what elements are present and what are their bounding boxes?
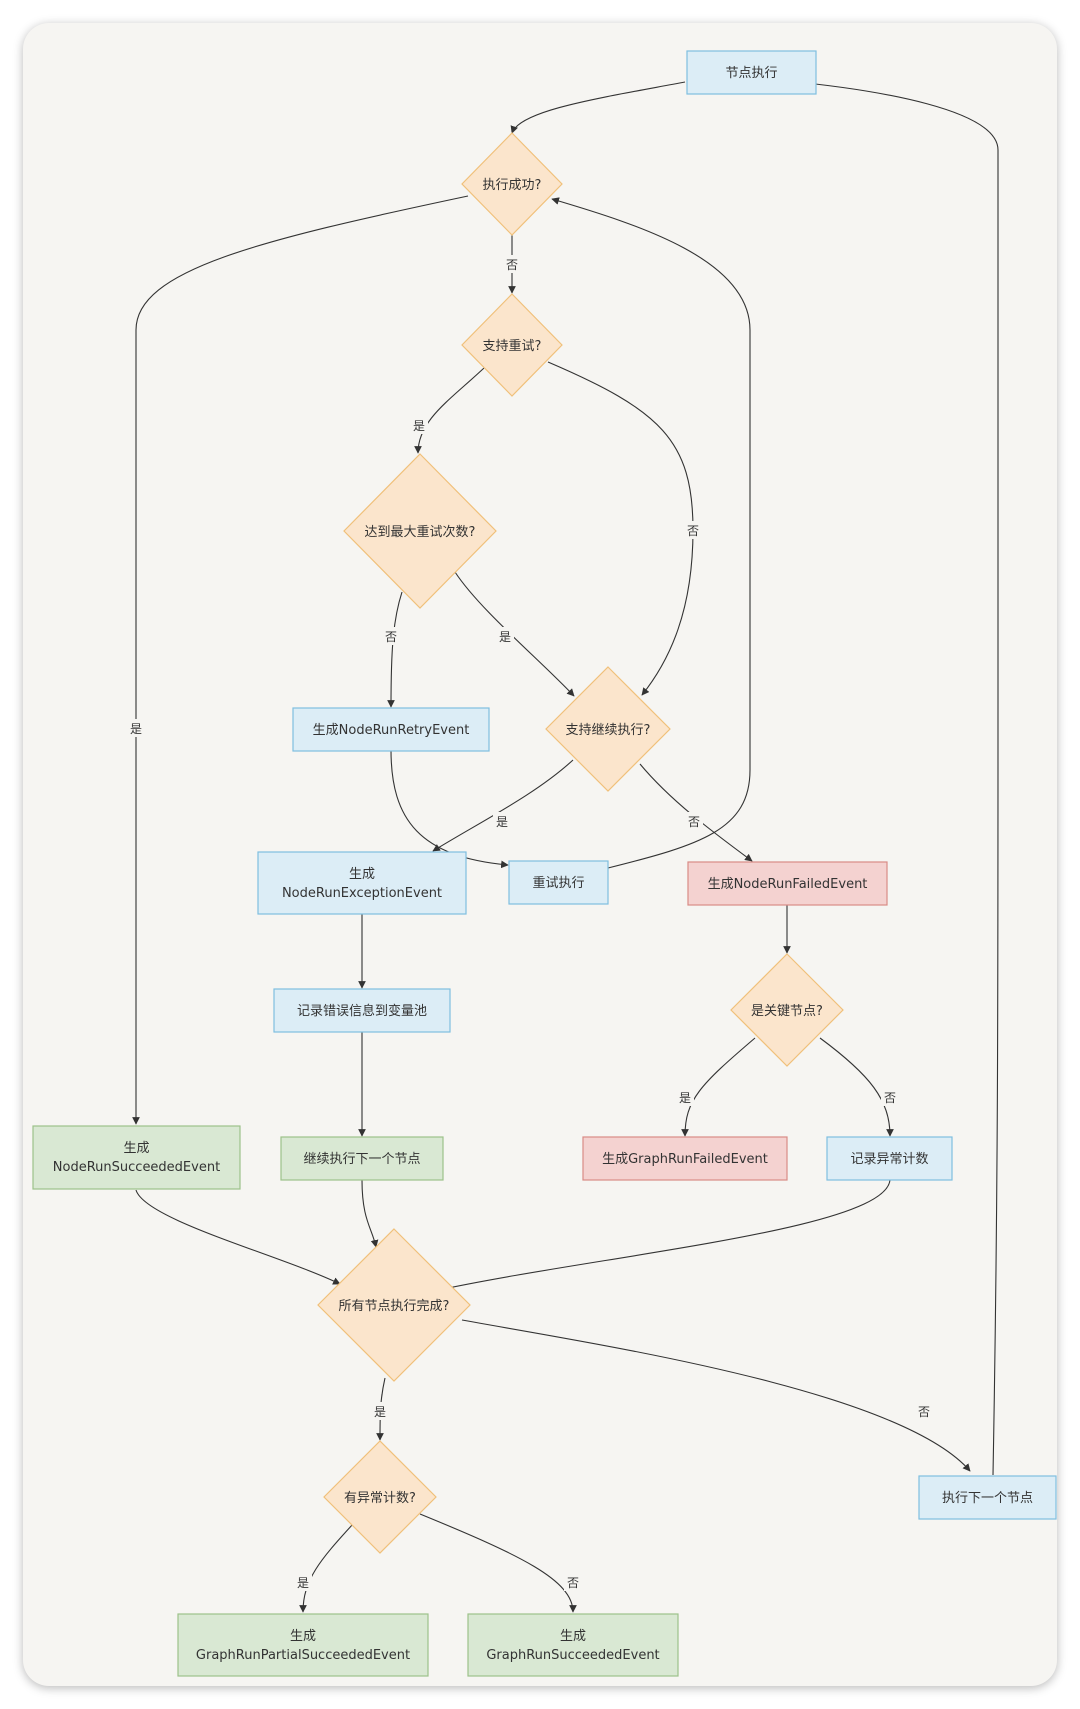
node-gen-exception-event[interactable]: 生成 NodeRunExceptionEvent: [257, 851, 467, 915]
svg-text:是: 是: [679, 1091, 691, 1105]
svg-text:支持继续执行?: 支持继续执行?: [566, 723, 651, 738]
svg-text:执行成功?: 执行成功?: [483, 178, 542, 193]
edge-label-exc-yes: 是: [294, 1573, 312, 1591]
edge-support-retry-to-max-retry: [414, 367, 485, 454]
edge-label-retry-no: 否: [684, 521, 702, 539]
edge-label-continue-no: 否: [685, 812, 703, 830]
decision-all-done[interactable]: 所有节点执行完成?: [317, 1228, 471, 1382]
diagram-canvas: 否 是 是 否 否 是 是 否 是 否 是 否 是 否 节点执行 执行成功? 支…: [23, 23, 1057, 1686]
svg-text:生成GraphRunFailedEvent: 生成GraphRunFailedEvent: [602, 1152, 768, 1167]
svg-text:生成: 生成: [560, 1629, 586, 1644]
decision-exec-success[interactable]: 执行成功?: [461, 132, 563, 236]
edge-label-max-yes: 是: [496, 627, 514, 645]
edge-all-done-to-exec-next: [461, 1319, 971, 1472]
edge-is-key-node-to-record-exception-count: [819, 1037, 894, 1137]
node-gen-succeeded-event[interactable]: 生成 NodeRunSucceededEvent: [32, 1125, 241, 1190]
svg-text:否: 否: [567, 1576, 579, 1590]
edge-label-max-no: 否: [382, 627, 400, 645]
node-gen-partial-succeeded[interactable]: 生成 GraphRunPartialSucceededEvent: [177, 1613, 429, 1677]
svg-text:是关键节点?: 是关键节点?: [751, 1004, 823, 1019]
svg-text:否: 否: [687, 524, 699, 538]
edge-labels: 否 是 是 否 否 是 是 否 是 否 是 否 是 否: [127, 255, 933, 1591]
edge-exec-next-to-node-exec: [786, 77, 999, 1476]
edge-label-all-yes: 是: [371, 1402, 389, 1420]
decision-is-key-node[interactable]: 是关键节点?: [730, 953, 844, 1067]
edge-continue-next-to-all-done: [361, 1179, 379, 1248]
svg-text:支持重试?: 支持重试?: [483, 338, 542, 354]
svg-text:执行下一个节点: 执行下一个节点: [942, 1491, 1033, 1506]
svg-text:否: 否: [884, 1091, 896, 1105]
edge-record-exception-count-to-all-done: [433, 1179, 891, 1294]
edge-label-exc-no: 否: [564, 1573, 582, 1591]
svg-text:继续执行下一个节点: 继续执行下一个节点: [303, 1152, 420, 1167]
svg-text:记录异常计数: 记录异常计数: [850, 1152, 928, 1167]
svg-text:是: 是: [297, 1576, 309, 1590]
edge-has-exception-to-gen-partial: [299, 1523, 354, 1613]
edge-label-continue-yes: 是: [493, 812, 511, 830]
svg-text:GraphRunPartialSucceededEvent: GraphRunPartialSucceededEvent: [196, 1648, 410, 1663]
svg-text:生成: 生成: [290, 1629, 316, 1644]
svg-text:是: 是: [499, 630, 511, 644]
node-record-error[interactable]: 记录错误信息到变量池: [273, 988, 451, 1033]
svg-text:是: 是: [130, 722, 142, 736]
edge-support-continue-to-gen-exception: [432, 759, 574, 852]
svg-text:生成NodeRunRetryEvent: 生成NodeRunRetryEvent: [313, 723, 470, 738]
svg-text:记录错误信息到变量池: 记录错误信息到变量池: [297, 1003, 427, 1019]
decision-support-retry[interactable]: 支持重试?: [461, 293, 563, 397]
node-gen-graph-succeeded[interactable]: 生成 GraphRunSucceededEvent: [467, 1613, 679, 1677]
edge-label-retry-yes: 是: [410, 416, 428, 434]
node-retry-exec[interactable]: 重试执行: [508, 860, 609, 905]
decision-max-retry[interactable]: 达到最大重试次数?: [343, 453, 497, 609]
node-gen-retry-event[interactable]: 生成NodeRunRetryEvent: [292, 707, 490, 752]
edge-max-retry-to-gen-retry-event: [387, 591, 403, 708]
svg-text:是: 是: [413, 419, 425, 433]
edge-label-key-yes: 是: [676, 1088, 694, 1106]
edge-label-all-no: 否: [915, 1402, 933, 1420]
flowchart: 否 是 是 否 否 是 是 否 是 否 是 否 是 否 节点执行 执行成功? 支…: [32, 50, 1057, 1677]
edge-label-success-yes: 是: [127, 719, 145, 737]
edge-exec-success-to-gen-succeeded: [132, 195, 469, 1125]
node-node-exec[interactable]: 节点执行: [686, 50, 817, 95]
svg-text:生成NodeRunFailedEvent: 生成NodeRunFailedEvent: [708, 877, 868, 892]
node-exec-next[interactable]: 执行下一个节点: [918, 1475, 1057, 1520]
node-gen-failed-event[interactable]: 生成NodeRunFailedEvent: [687, 861, 888, 906]
svg-text:否: 否: [918, 1405, 930, 1419]
edge-label-key-no: 否: [881, 1088, 899, 1106]
edge-max-retry-to-support-continue: [454, 571, 575, 697]
svg-text:否: 否: [506, 258, 518, 272]
decision-has-exception[interactable]: 有异常计数?: [323, 1440, 437, 1554]
svg-text:生成: 生成: [123, 1141, 149, 1156]
edges: [132, 77, 999, 1613]
edge-gen-succeeded-to-all-done: [135, 1189, 341, 1285]
svg-text:NodeRunSucceededEvent: NodeRunSucceededEvent: [53, 1160, 220, 1175]
edge-retry-exec-to-exec-success: [551, 197, 751, 869]
edge-has-exception-to-gen-graph-succeeded: [419, 1513, 577, 1613]
edge-support-retry-to-support-continue: [547, 361, 694, 696]
svg-text:是: 是: [496, 815, 508, 829]
svg-text:有异常计数?: 有异常计数?: [344, 1491, 416, 1506]
svg-text:否: 否: [385, 630, 397, 644]
node-continue-next[interactable]: 继续执行下一个节点: [280, 1136, 444, 1181]
node-record-exception-count[interactable]: 记录异常计数: [826, 1136, 953, 1181]
svg-text:GraphRunSucceededEvent: GraphRunSucceededEvent: [486, 1648, 659, 1663]
node-gen-graph-failed[interactable]: 生成GraphRunFailedEvent: [582, 1136, 788, 1181]
edge-gen-retry-event-to-retry-exec: [390, 749, 509, 869]
svg-text:达到最大重试次数?: 达到最大重试次数?: [365, 524, 476, 540]
svg-text:生成: 生成: [349, 867, 375, 882]
svg-text:否: 否: [688, 815, 700, 829]
svg-text:NodeRunExceptionEvent: NodeRunExceptionEvent: [282, 886, 442, 901]
decision-support-continue[interactable]: 支持继续执行?: [545, 666, 671, 792]
svg-text:节点执行: 节点执行: [725, 66, 777, 81]
svg-text:是: 是: [374, 1405, 386, 1419]
svg-text:所有节点执行完成?: 所有节点执行完成?: [339, 1299, 450, 1314]
nodes: 节点执行 执行成功? 支持重试? 达到最大重试次数? 支持继续执行? 生成Nod…: [32, 50, 1057, 1677]
edge-is-key-node-to-gen-graph-failed: [681, 1037, 756, 1137]
edge-label-success-no: 否: [503, 255, 521, 273]
edge-node-exec-to-exec-success: [510, 81, 686, 134]
svg-text:重试执行: 重试执行: [532, 875, 584, 891]
